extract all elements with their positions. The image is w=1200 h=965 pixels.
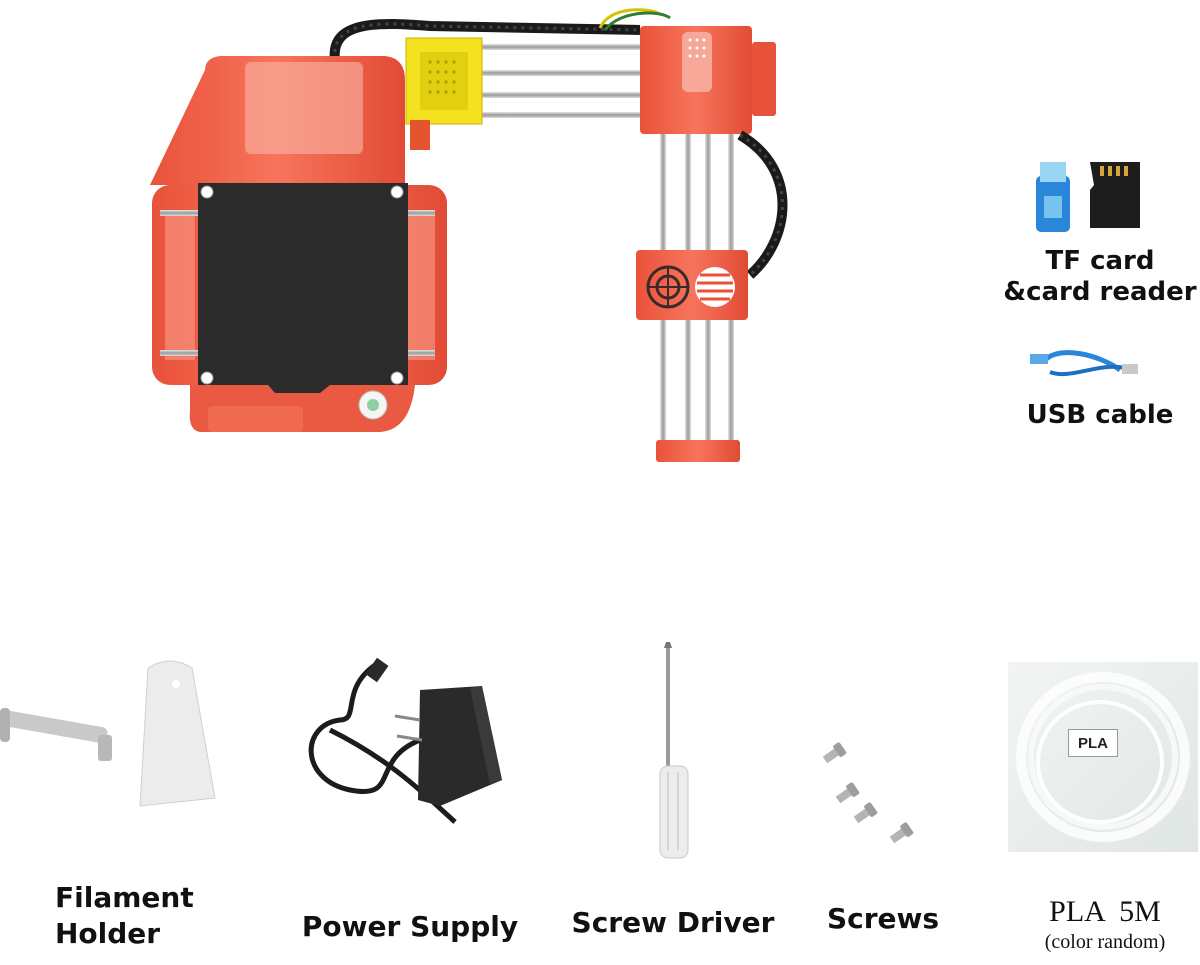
pla-label-line1: PLA 5M xyxy=(1049,895,1161,928)
usb-cable-icon xyxy=(1030,350,1138,377)
power-supply-icon xyxy=(308,657,502,824)
corner-block xyxy=(640,26,776,134)
pla-filament-icon xyxy=(1008,662,1198,852)
pla-tag: PLA xyxy=(1068,729,1118,757)
hotend-fan xyxy=(636,250,748,320)
tf-card-label-line1: TF card xyxy=(1045,246,1155,276)
filament-holder-label-line1: Filament xyxy=(55,881,194,914)
print-bed xyxy=(198,183,408,393)
extruder-motor xyxy=(405,37,483,150)
screws-icon xyxy=(822,742,914,844)
pla-label: PLA 5M (color random) xyxy=(1010,895,1200,955)
usb-cable-label: USB cable xyxy=(1026,400,1174,430)
tf-card-icon xyxy=(1036,162,1140,232)
power-supply-label: Power Supply xyxy=(301,910,519,943)
x-axis-rods xyxy=(430,44,645,118)
z-axis-foot xyxy=(656,440,740,462)
cable-chain-top xyxy=(329,8,671,61)
screw-driver-label: Screw Driver xyxy=(571,906,775,939)
pla-label-line2: (color random) xyxy=(1044,931,1166,953)
tf-card-label-line2: &card reader xyxy=(1003,277,1197,307)
tf-card-label: TF card &card reader xyxy=(1000,246,1200,308)
filament-holder-icon xyxy=(0,660,216,807)
screws-label: Screws xyxy=(826,902,940,935)
screwdriver-icon xyxy=(659,642,689,859)
filament-holder-label-line2: Holder xyxy=(55,917,161,950)
filament-holder-label: Filament Holder xyxy=(55,880,194,952)
